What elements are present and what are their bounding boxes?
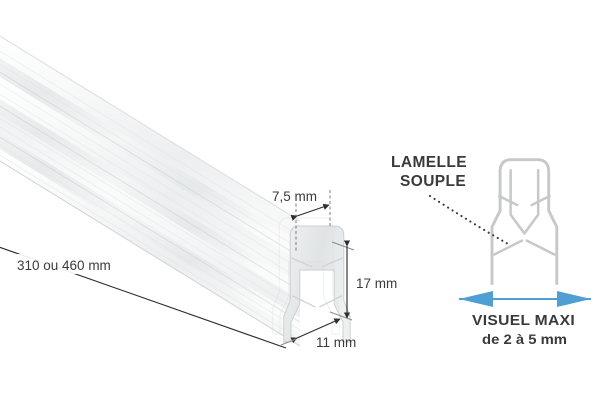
visuel-maxi-subtitle: de 2 à 5 mm [482,331,567,347]
bar-mid-face [0,77,300,284]
end-face-fin-upper-left [291,257,313,268]
visuel-maxi-title: VISUEL MAXI [472,313,575,329]
profile-fin-upper-right [530,194,551,207]
leader-height-top [331,241,355,251]
bar-groove-face [0,115,300,318]
profile-fin-upper-left [498,194,519,207]
dimension-line-width [290,203,330,221]
cross-section-profile [490,158,559,286]
profile-lamelle-souple-right [525,239,556,256]
dimension-label-width: 7,5 mm [272,189,317,204]
bar-lower-front-face [0,99,300,300]
end-face-fin-lower-right [319,295,343,308]
callout-label-line2: SOUPLE [400,173,466,190]
profile-outer-left [490,158,512,286]
profile-inner-left-wall [509,168,526,235]
visuel-maxi-arrow [459,291,591,307]
leader-depth-left [280,338,297,346]
callout-label-line1: LAMELLE [391,154,467,171]
dimension-line-depth [290,318,341,344]
bar-striations [0,50,301,341]
dimension-label-depth: 11 mm [316,335,356,350]
end-face-ghost-outline [272,217,340,335]
leader-height-bottom [329,311,353,321]
profile-lamelle-souple-left [493,239,524,256]
end-face-profile [283,225,351,343]
profile-inner-right-wall [523,168,540,235]
arrow-head-right [557,291,591,307]
end-face-fin-lower-left [291,295,316,308]
end-face-fin-upper-right [321,257,343,268]
bar-top-face [0,36,300,243]
end-face-outer-shell [283,225,351,343]
arrow-head-left [459,291,493,307]
end-face-depth-ghost [272,217,340,335]
dimension-label-height: 17 mm [356,276,397,291]
callout-leader-dotted-line [428,194,510,246]
bar-bottom-silhouette [0,160,301,347]
bar-top-silhouette [0,35,301,222]
length-label-backing [10,254,140,274]
dimension-label-length: 310 ou 460 mm [17,258,111,273]
